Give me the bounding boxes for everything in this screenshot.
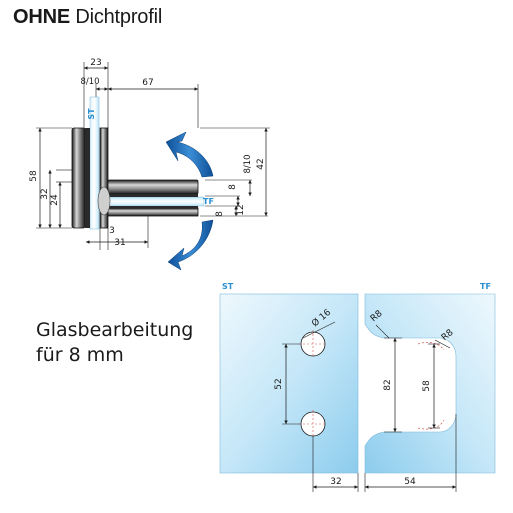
dim-23: 23 [90, 58, 101, 68]
dim-8-b: 8 [215, 211, 225, 217]
dim-8-10-right: 8/10 [243, 154, 253, 173]
clamp-gap-left [85, 128, 90, 228]
glass-processing-drawing: ST TF Ø 16 R8 R8 52 82 58 32 54 [219, 282, 496, 492]
dim-8-10-top: 8/10 [80, 77, 99, 87]
label-st-bottom: ST [222, 282, 234, 291]
hinge-section-drawing: ST TF 23 8/10 67 58 32 24 3 31 8/10 42 8… [29, 58, 270, 271]
title-bold: OHNE [13, 6, 70, 28]
dim-24: 24 [50, 194, 60, 206]
dim-32-top: 32 [40, 188, 50, 199]
glass-caption-line2: für 8 mm [36, 344, 124, 366]
dim-32-bottom: 32 [330, 477, 341, 487]
dim-52: 52 [274, 378, 284, 389]
clamp-plate-top [107, 179, 199, 195]
rotation-arrow-up-icon [165, 131, 214, 178]
label-tf-bottom: TF [480, 282, 491, 291]
dim-82: 82 [383, 379, 393, 390]
dim-58-bottom: 58 [422, 380, 432, 392]
glass-caption-line1: Glasbearbeitung [36, 319, 194, 341]
dim-67: 67 [142, 78, 153, 88]
clamp-plate-left [71, 127, 86, 229]
dim-8-a: 8 [228, 184, 238, 190]
hinge-pivot [97, 186, 111, 216]
dim-54: 54 [404, 477, 416, 487]
dim-42: 42 [256, 158, 266, 169]
dim-12: 12 [236, 204, 246, 215]
hole-centerlines [299, 330, 327, 438]
rotation-arrow-down-icon [167, 219, 214, 271]
glass-processing-caption: Glasbearbeitung für 8 mm [36, 318, 193, 368]
clamp-plate-bottom [107, 207, 199, 217]
glass-panel-st [219, 293, 359, 474]
horizontal-glass-pane [107, 196, 205, 207]
bottom-dimension-lines [284, 338, 456, 489]
title-rest: Dichtprofil [75, 6, 163, 28]
clamp-plate-inner [99, 127, 109, 229]
label-tf-top: TF [203, 197, 214, 206]
bottom-extension-lines [282, 321, 457, 492]
dim-58-top: 58 [29, 170, 39, 182]
page-title: OHNE Dichtprofil [13, 6, 162, 29]
dim-31: 31 [114, 238, 125, 248]
label-st-top: ST [87, 108, 96, 120]
extension-lines [36, 62, 270, 250]
dim-3: 3 [109, 226, 115, 236]
